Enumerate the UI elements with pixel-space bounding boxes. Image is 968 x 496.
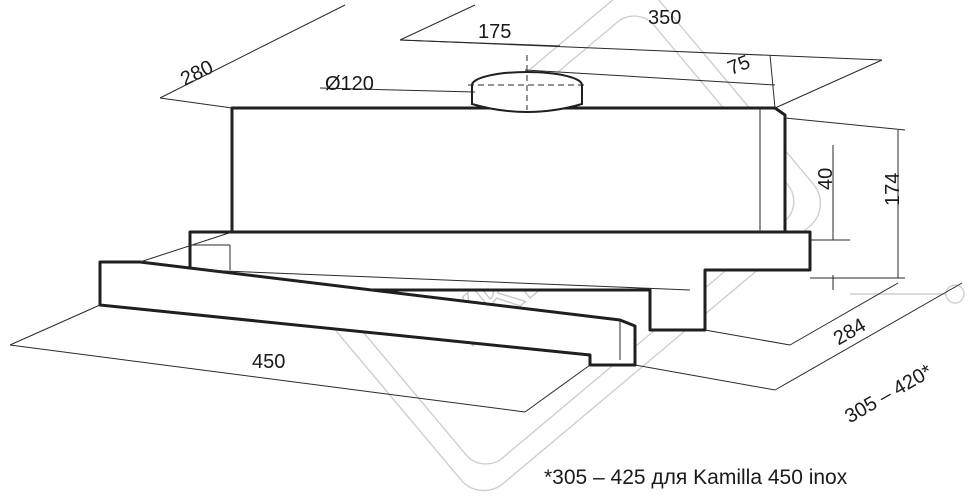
dim-duct-diameter: Ø120 [325, 73, 374, 95]
dim-width-top: 350 [648, 7, 681, 29]
hood-body [98, 106, 812, 367]
dimension-lines [9, 4, 963, 413]
footnote: *305 – 425 для Kamilla 450 inox [544, 466, 848, 489]
dim-height-total: 174 [882, 173, 904, 206]
dim-height-panel: 40 [815, 168, 837, 190]
dim-depth-extended: 305 – 420* [841, 360, 936, 428]
hood-top-box [230, 106, 787, 234]
dim-depth-top: 280 [177, 56, 217, 90]
dim-duct-offset: 75 [725, 51, 754, 80]
dim-depth-bottom: 284 [830, 314, 870, 350]
watermark-dot-right [945, 284, 965, 304]
duct-collar [468, 55, 586, 113]
dim-offset-top: 175 [478, 21, 511, 43]
dim-width-front: 450 [252, 351, 285, 373]
